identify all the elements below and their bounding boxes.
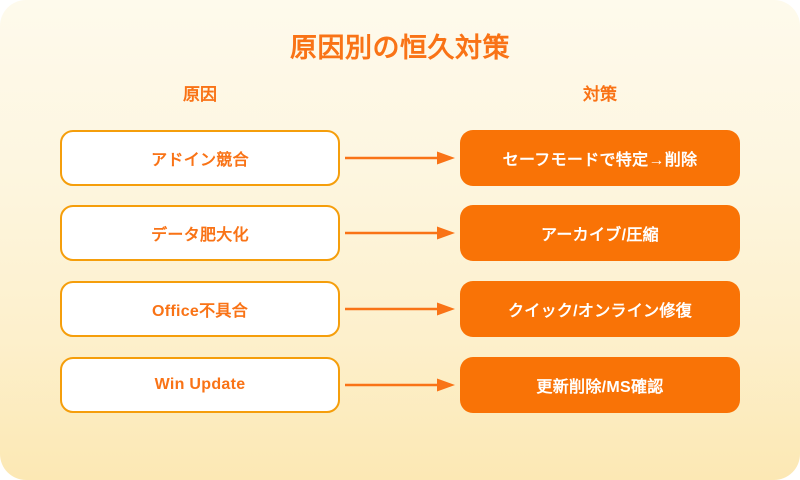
action-label-3: 更新削除/MS確認 [536,379,664,396]
diagram-row: アドイン競合 セーフモードで特定→削除 [0,130,800,186]
diagram-row: Win Update 更新削除/MS確認 [0,357,800,413]
arrow-right-icon [345,377,455,393]
cause-label-1: データ肥大化 [151,227,249,244]
action-box-3[interactable]: 更新削除/MS確認 [460,357,740,413]
action-label-2: クイック/オンライン修復 [507,303,693,320]
diagram-row: データ肥大化 アーカイブ/圧縮 [0,205,800,261]
cause-box-3[interactable]: Win Update [60,357,340,413]
cause-label-3: Win Update [154,376,246,393]
action-box-0[interactable]: セーフモードで特定→削除 [460,130,740,186]
page-title: 原因別の恒久対策 [290,33,510,63]
column-header-cause: 原因 [183,85,217,104]
cause-label-0: アドイン競合 [151,152,249,169]
cause-box-2[interactable]: Office不具合 [60,281,340,337]
action-box-1[interactable]: アーカイブ/圧縮 [460,205,740,261]
action-label-0: セーフモードで特定→削除 [502,152,698,169]
cause-label-2: Office不具合 [151,303,249,320]
action-label-1: アーカイブ/圧縮 [541,227,659,244]
diagram-row: Office不具合 クイック/オンライン修復 [0,281,800,337]
arrow-right-icon [345,150,455,166]
arrow-right-icon [345,225,455,241]
cause-box-0[interactable]: アドイン競合 [60,130,340,186]
action-box-2[interactable]: クイック/オンライン修復 [460,281,740,337]
arrow-right-icon [345,301,455,317]
column-header-action: 対策 [583,85,617,104]
cause-box-1[interactable]: データ肥大化 [60,205,340,261]
